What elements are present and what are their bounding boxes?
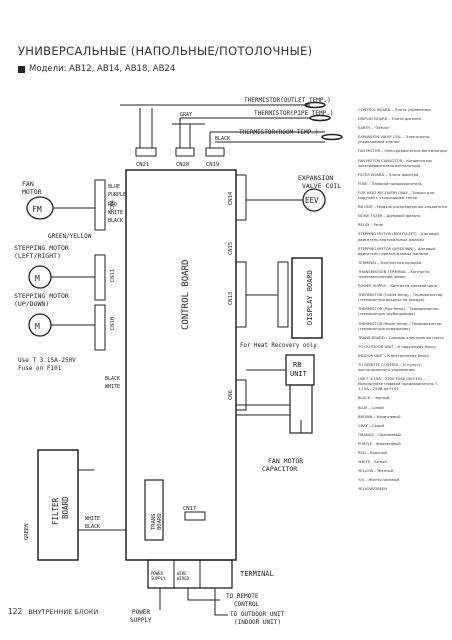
control-board-frame — [125, 169, 237, 561]
legend-item: PURPLE – Фиолетовый — [358, 441, 401, 446]
legend-item: THERMISTOR (Pipe temp) – Терморезистор (… — [358, 307, 439, 317]
legend-item: WHITE – Белый — [358, 460, 387, 465]
models-label: Модели: AB12, AB14, AB18, AB24 — [29, 64, 176, 74]
cn4-label: CN4 — [110, 199, 116, 210]
fm-label: FM — [32, 205, 42, 214]
legend-item: YELLOW – Желтый — [358, 469, 394, 474]
wire-black: BLACK — [108, 218, 123, 224]
legend-item: YELLOW/GREEN — [358, 487, 388, 492]
cn19-label: CN19 — [206, 162, 219, 168]
page-footer: 122 ВНУТРЕННИЕ БЛОКИ — [8, 607, 98, 616]
wire-red: RED — [108, 202, 117, 208]
thermistor-pipe-label: THERMISTOR(PIPE TEMP.) — [254, 110, 333, 117]
legend-item: BLACK – Черный — [358, 396, 390, 401]
legend-item: FILTER BOARD – Плата фильтра — [358, 172, 419, 177]
cn13-label: CN13 — [228, 292, 234, 305]
cn11-label: CN11 — [110, 269, 116, 282]
legend-item: POWER SUPPLY – Контакты силовой цепи — [358, 284, 438, 289]
thermistor-room-label: THERMISTOR(ROOM TEMP.) — [239, 129, 318, 136]
cn20-label: CN20 — [176, 162, 189, 168]
wire-white: WHITE — [108, 210, 123, 216]
legend-item: STEPPING MOTOR (UP/DOWN) – Шаговый двига… — [358, 246, 436, 256]
wire-white-bottom: WHITE — [85, 516, 100, 522]
green-yellow-label: GREEN/YELLOW — [48, 233, 92, 240]
trans-board-frame — [144, 479, 164, 541]
wire-black-bottom: BLACK — [85, 524, 100, 530]
legend-item: FUSE – Плавкий предохранитель — [358, 181, 422, 186]
terminal-label: TERMINAL — [240, 570, 274, 578]
legend-item: EXPANSION VALVE COIL – Электронно-управл… — [358, 135, 431, 145]
legend-item: TRANS BOARD – Силовая электронная плата — [358, 335, 444, 340]
legend-item: THERMISTOR (Outlet temp) – Терморезистор… — [358, 293, 443, 303]
legend-item: RED – Красный — [358, 451, 387, 456]
legend-item: Y/G – Желто-зеленый — [358, 478, 400, 483]
page-number: 122 — [8, 607, 23, 616]
legend-item: EARTH – "Земля" — [358, 126, 390, 131]
m-lr-label: M — [35, 274, 40, 283]
legend-item: TO OUTDOOR UNIT – К наружному блоку — [358, 344, 436, 349]
legend-item: CONTROL BOARD – Плата управления — [358, 108, 431, 112]
legend-panel: CONTROL BOARD – Плата управления DISPLAY… — [358, 108, 448, 497]
legend-item: DISPLAY BOARD – Плата дисплея — [358, 117, 421, 122]
cn15-label: CN15 — [228, 242, 234, 255]
display-board-frame — [291, 257, 323, 339]
m-ud-label: M — [35, 322, 40, 331]
legend-item: TERMINAL – Контактная колодка — [358, 260, 422, 265]
legend-item: FAN MOTOR CAPACITOR – Конденсатор электр… — [358, 158, 432, 168]
terminal-block — [147, 559, 233, 589]
legend-item: THERMISTOR (Room temp) – Терморезистор (… — [358, 321, 442, 331]
cn10-label: CN10 — [110, 317, 116, 330]
models-subtitle: Модели: AB12, AB14, AB18, AB24 — [18, 64, 175, 74]
wire-blue: BLUE — [108, 184, 120, 190]
legend-item: FAN MOTOR – Электродвигатель вентилятора — [358, 149, 447, 154]
legend-item: RB UNIT – Модуль распределения хладагент… — [358, 205, 448, 210]
legend-item: TO REMOTE CONTROL – К пульту дистанционн… — [358, 363, 421, 373]
legend-item: INDOOR UNIT – К внутреннему блоку — [358, 353, 430, 358]
bullet-square-icon — [18, 65, 25, 73]
filter-board-label: FILTERBOARD — [51, 496, 70, 525]
wire-black-mid: BLACK — [105, 376, 120, 382]
to-outdoor-label: TO OUTDOOR UNIT(INDOOR UNIT) — [230, 611, 285, 626]
heat-recovery-note: For Heat Recovery only — [240, 343, 317, 349]
stepping-motor-lr-label: STEPPING MOTOR(LEFT/RIGHT) — [14, 244, 69, 260]
wire-white-mid: WHITE — [105, 384, 120, 390]
legend-item: ORANGE – Оранжевый — [358, 432, 401, 437]
legend-item: NOISE FILTER – Шумовой фильтр — [358, 214, 421, 219]
legend-item: USE T 3.15A – 250V FUSE ON F101 – Исполь… — [358, 377, 438, 392]
filter-board-frame — [37, 449, 79, 561]
legend-item: RELAY – Реле — [358, 223, 383, 228]
green-wire-label: GREEN — [24, 523, 30, 540]
legend-item: GRAY – Серый — [358, 423, 385, 428]
thermistor-outlet-label: THERMISTOR(OUTLET TEMP.) — [244, 97, 331, 104]
section-label: ВНУТРЕННИЕ БЛОКИ — [28, 607, 99, 616]
page-title: УНИВЕРСАЛЬНЫЕ (НАПОЛЬНЫЕ/ПОТОЛОЧНЫЕ) — [18, 44, 313, 58]
wire-black-top: BLACK — [215, 136, 230, 142]
wire-purple: PURPLE — [108, 192, 126, 198]
cn21-label: CN21 — [136, 162, 149, 168]
display-board-label: DISPLAY BOARD — [306, 270, 314, 325]
cn6-label: CN6 — [228, 390, 234, 400]
legend-item: BROWN – Коричневый — [358, 414, 401, 419]
trans-board-label: TRANSBOARD — [151, 513, 163, 530]
legend-item: THANSMISSION TERMINAL – Контакты трансми… — [358, 269, 430, 279]
control-board-label: CONTROL BOARD — [181, 260, 191, 330]
eev-label: EEV — [305, 196, 319, 205]
stepping-motor-ud-label: STEPPING MOTOR(UP/DOWN) — [14, 292, 69, 308]
legend-item: BLUE – Синий — [358, 405, 384, 410]
cn14-label: CN14 — [228, 191, 234, 205]
legend-item: FOR HEAT RECOVERY ONLY – Только для моду… — [358, 190, 434, 201]
cn17-label: CN17 — [183, 506, 196, 512]
legend-item: STEPPING MOTOR (RIGHT/LEFT) – Шаговый дв… — [358, 232, 439, 242]
wire-gray-top: GRAY — [180, 112, 192, 118]
